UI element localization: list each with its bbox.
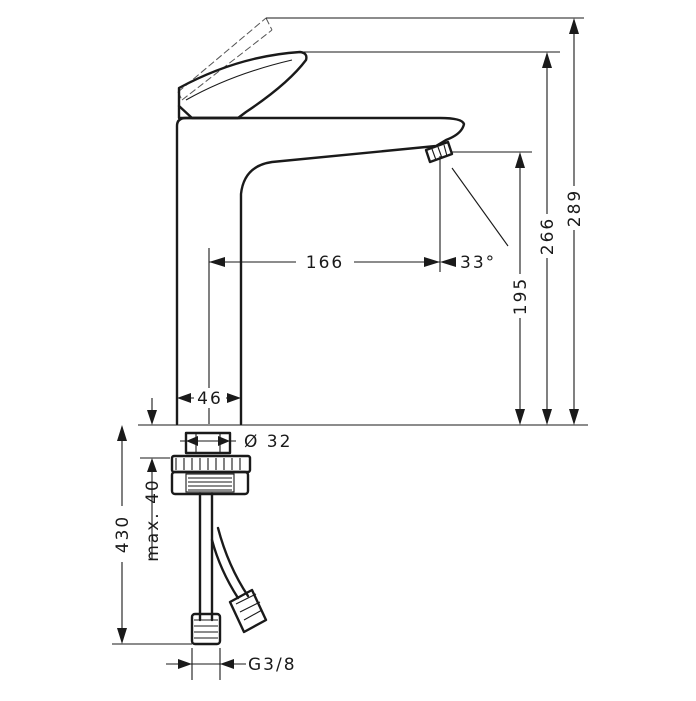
mounting-assembly — [138, 424, 588, 646]
faucet-body — [175, 116, 466, 426]
spray-angle-line — [451, 167, 509, 247]
faucet-outline — [175, 17, 466, 426]
handle-lever — [177, 50, 308, 120]
label-hose-length: 430 — [113, 515, 133, 553]
handle-lever-inner — [185, 59, 293, 101]
shank — [184, 431, 232, 455]
supply-hose-left — [198, 492, 214, 622]
label-hole-diameter: Ø 32 — [244, 432, 292, 452]
label-body-width: 46 — [197, 389, 223, 409]
label-connection-thread: G3/8 — [248, 655, 297, 675]
dimension-lines — [110, 17, 586, 680]
hose-fitting-left — [190, 612, 222, 646]
aerator-detail — [431, 144, 448, 161]
label-overall-height: 289 — [565, 189, 585, 227]
dimension-labels: 289 266 195 166 33° 46 Ø 32 max. 40 430 … — [113, 189, 585, 675]
label-spout-height: 195 — [511, 277, 531, 315]
handle-base — [177, 104, 242, 120]
threaded-rod — [170, 470, 250, 496]
label-spray-angle: 33° — [460, 253, 496, 273]
aerator — [424, 140, 454, 164]
label-handle-height: 266 — [538, 217, 558, 255]
label-spout-reach: 166 — [306, 253, 344, 273]
hose-fitting-right — [228, 588, 268, 634]
supply-hose-right — [210, 526, 250, 600]
label-max-deck-thickness: max. 40 — [143, 478, 163, 561]
